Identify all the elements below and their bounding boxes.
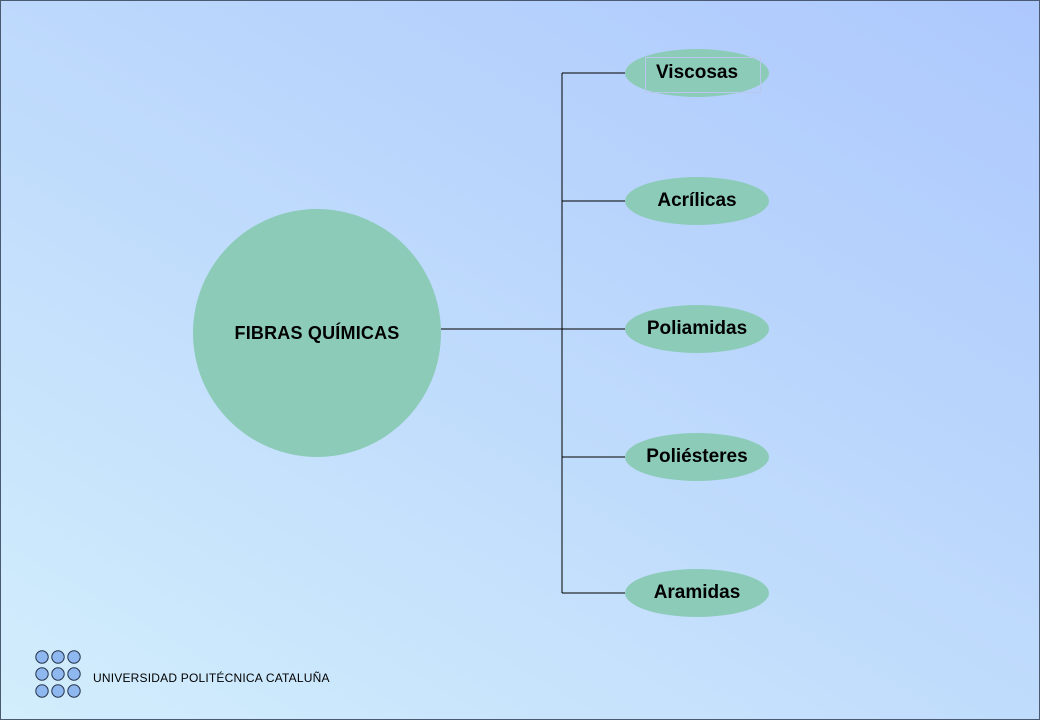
hub-node-fibras-quimicas: FIBRAS QUÍMICAS [193,209,441,457]
leaf-label-aramidas: Aramidas [653,582,741,603]
institution-name: UNIVERSIDAD POLITÉCNICA CATALUÑA [93,671,330,685]
leaf-node-aramidas: Aramidas [625,569,769,617]
leaf-label-viscosas: Viscosas [655,62,739,83]
leaf-node-poliamidas: Poliamidas [625,305,769,353]
leaf-label-poliesteres: Poliésteres [646,446,748,467]
leaf-label-poliamidas: Poliamidas [646,318,748,339]
leaf-label-acrilicas: Acrílicas [657,190,737,211]
selection-outline [645,57,761,93]
leaf-node-poliesteres: Poliésteres [625,433,769,481]
leaf-node-acrilicas: Acrílicas [625,177,769,225]
hub-label: FIBRAS QUÍMICAS [234,322,400,343]
dot-grid-logo-icon [35,650,81,698]
